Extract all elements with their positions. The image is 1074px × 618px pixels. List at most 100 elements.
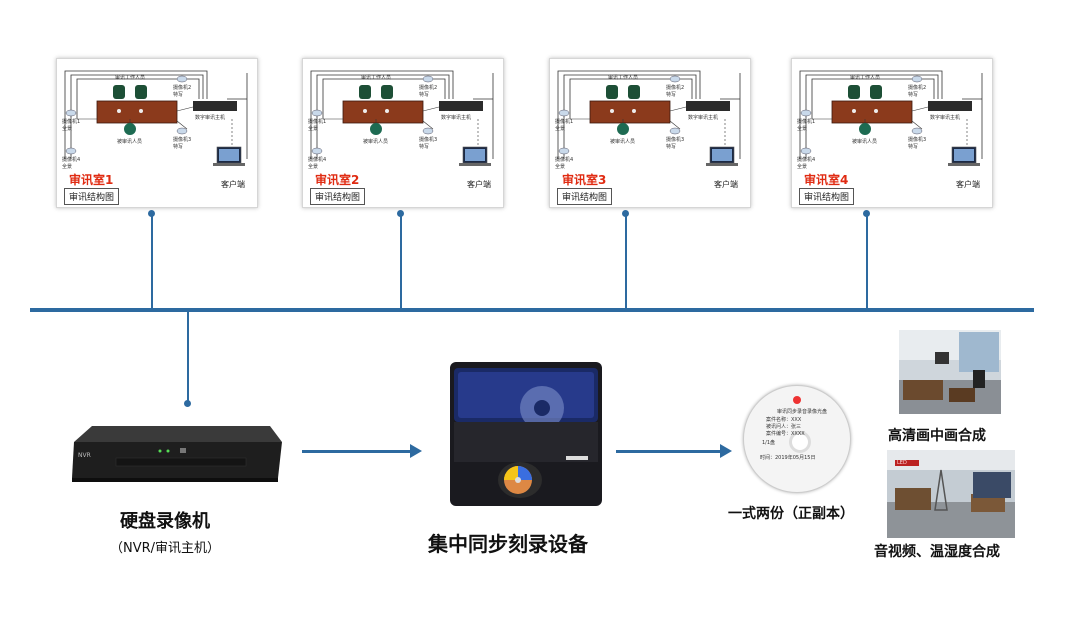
camera-icon (558, 109, 570, 117)
structure-label: 审讯结构图 (64, 188, 120, 205)
disc-text: 审讯同步录音录像光盘 (777, 409, 828, 415)
room-name: 审讯室2 (315, 173, 360, 187)
camera-icon (669, 127, 681, 135)
camera-label: 摄像机3 特写 (419, 137, 438, 150)
disc-text: 被讯问人：张三 (766, 424, 802, 430)
pip-photo (899, 330, 1001, 414)
camera-icon (65, 109, 77, 117)
chair-icon (628, 85, 640, 99)
room-drop-dot (397, 210, 404, 217)
room-drop-dot (863, 210, 870, 217)
room-drop-line (151, 214, 153, 310)
chair-icon (606, 85, 618, 99)
led-sign: LED (897, 460, 907, 466)
disc-burner-icon (450, 362, 602, 506)
host-icon (193, 101, 237, 111)
disc-text: 案件名称：XXX (766, 417, 802, 423)
suspect-label: 被审讯人员 (610, 139, 636, 145)
table-shape (342, 100, 424, 124)
camera-icon (558, 147, 570, 155)
camera-icon (800, 109, 812, 117)
room-panel-3: 审讯工作人员 数字审讯主机 被审讯人员 摄像机2 特写 摄像机1 全景 摄像机3… (549, 58, 751, 208)
room-schematic (310, 70, 494, 166)
room-drop-line (625, 214, 627, 310)
nvr-title: 硬盘录像机 (120, 511, 210, 532)
structure-label: 审讯结构图 (557, 188, 613, 205)
suspect-seat-icon (859, 123, 871, 135)
suspect-seat-icon (617, 123, 629, 135)
staff-label: 审讯工作人员 (361, 75, 392, 81)
camera-label: 摄像机1 全景 (308, 119, 327, 132)
camera-icon (911, 127, 923, 135)
room-schematic (799, 70, 983, 166)
room-name: 审讯室4 (804, 173, 849, 187)
room-drop-line (866, 214, 868, 310)
host-label: 数字审讯主机 (930, 115, 961, 121)
camera-icon (311, 147, 323, 155)
camera-icon (65, 147, 77, 155)
disc-caption: 一式两份（正副本） (728, 506, 854, 522)
room-name: 审讯室3 (562, 173, 607, 187)
camera-label: 摄像机4 全景 (797, 157, 816, 170)
disc-text: 案件编号：XXXX (766, 431, 805, 437)
room-drop-dot (148, 210, 155, 217)
suspect-seat-icon (370, 123, 382, 135)
camera-icon (669, 75, 681, 83)
nvr-brand: NVR (78, 452, 91, 459)
room-name: 审讯室1 (69, 173, 114, 187)
host-label: 数字审讯主机 (195, 115, 226, 121)
camera-icon (176, 75, 188, 83)
chair-icon (870, 85, 882, 99)
chair-icon (381, 85, 393, 99)
structure-label: 审讯结构图 (799, 188, 855, 205)
chair-icon (113, 85, 125, 99)
camera-icon (422, 127, 434, 135)
room-drop-line (400, 214, 402, 310)
room-panel-2: 审讯工作人员 数字审讯主机 被审讯人员 摄像机2 特写 摄像机1 全景 摄像机3… (302, 58, 504, 208)
table-shape (589, 100, 671, 124)
room-panel-1: 审讯工作人员 数字审讯主机 被审讯人员 摄像机2 特写 摄像机1 全景 摄像机3… (56, 58, 258, 208)
burner-title: 集中同步刻录设备 (428, 532, 588, 556)
camera-label: 摄像机3 特写 (666, 137, 685, 150)
disc-text: 1/1盘 (762, 440, 776, 446)
suspect-label: 被审讯人员 (363, 139, 389, 145)
suspect-label: 被审讯人员 (117, 139, 143, 145)
disc-icon: 审讯同步录音录像光盘 案件名称：XXX 被讯问人：张三 案件编号：XXXX 1/… (743, 385, 851, 493)
client-label: 客户端 (714, 180, 738, 189)
flow-arrow-icon (720, 444, 732, 458)
network-bus (30, 308, 1034, 312)
host-label: 数字审讯主机 (441, 115, 472, 121)
camera-label: 摄像机2 特写 (666, 85, 685, 98)
nvr-subtitle: （NVR/审讯主机） (110, 541, 221, 556)
nvr-drop-dot (184, 400, 191, 407)
room-schematic (64, 70, 248, 166)
nvr-device-icon (72, 426, 282, 482)
camera-icon (176, 127, 188, 135)
camera-label: 摄像机4 全景 (308, 157, 327, 170)
camera-icon (311, 109, 323, 117)
room-schematic (557, 70, 741, 166)
camera-label: 摄像机3 特写 (173, 137, 192, 150)
camera-label: 摄像机2 特写 (908, 85, 927, 98)
host-icon (439, 101, 483, 111)
suspect-label: 被审讯人员 (852, 139, 878, 145)
camera-label: 摄像机4 全景 (62, 157, 81, 170)
camera-label: 摄像机1 全景 (555, 119, 574, 132)
flow-arrow-line (302, 450, 412, 453)
table-shape (831, 100, 913, 124)
chair-icon (359, 85, 371, 99)
av-caption: 音视频、温湿度合成 (874, 544, 1000, 560)
host-icon (686, 101, 730, 111)
staff-label: 审讯工作人员 (850, 75, 881, 81)
camera-icon (800, 147, 812, 155)
camera-icon (911, 75, 923, 83)
staff-label: 审讯工作人员 (608, 75, 639, 81)
room-panel-4: 审讯工作人员 数字审讯主机 被审讯人员 摄像机2 特写 摄像机1 全景 摄像机3… (791, 58, 993, 208)
table-shape (96, 100, 178, 124)
suspect-seat-icon (124, 123, 136, 135)
nvr-drop-line (187, 312, 189, 402)
flow-arrow-line (616, 450, 722, 453)
host-icon (928, 101, 972, 111)
pip-caption: 高清画中画合成 (888, 428, 986, 444)
chair-icon (135, 85, 147, 99)
